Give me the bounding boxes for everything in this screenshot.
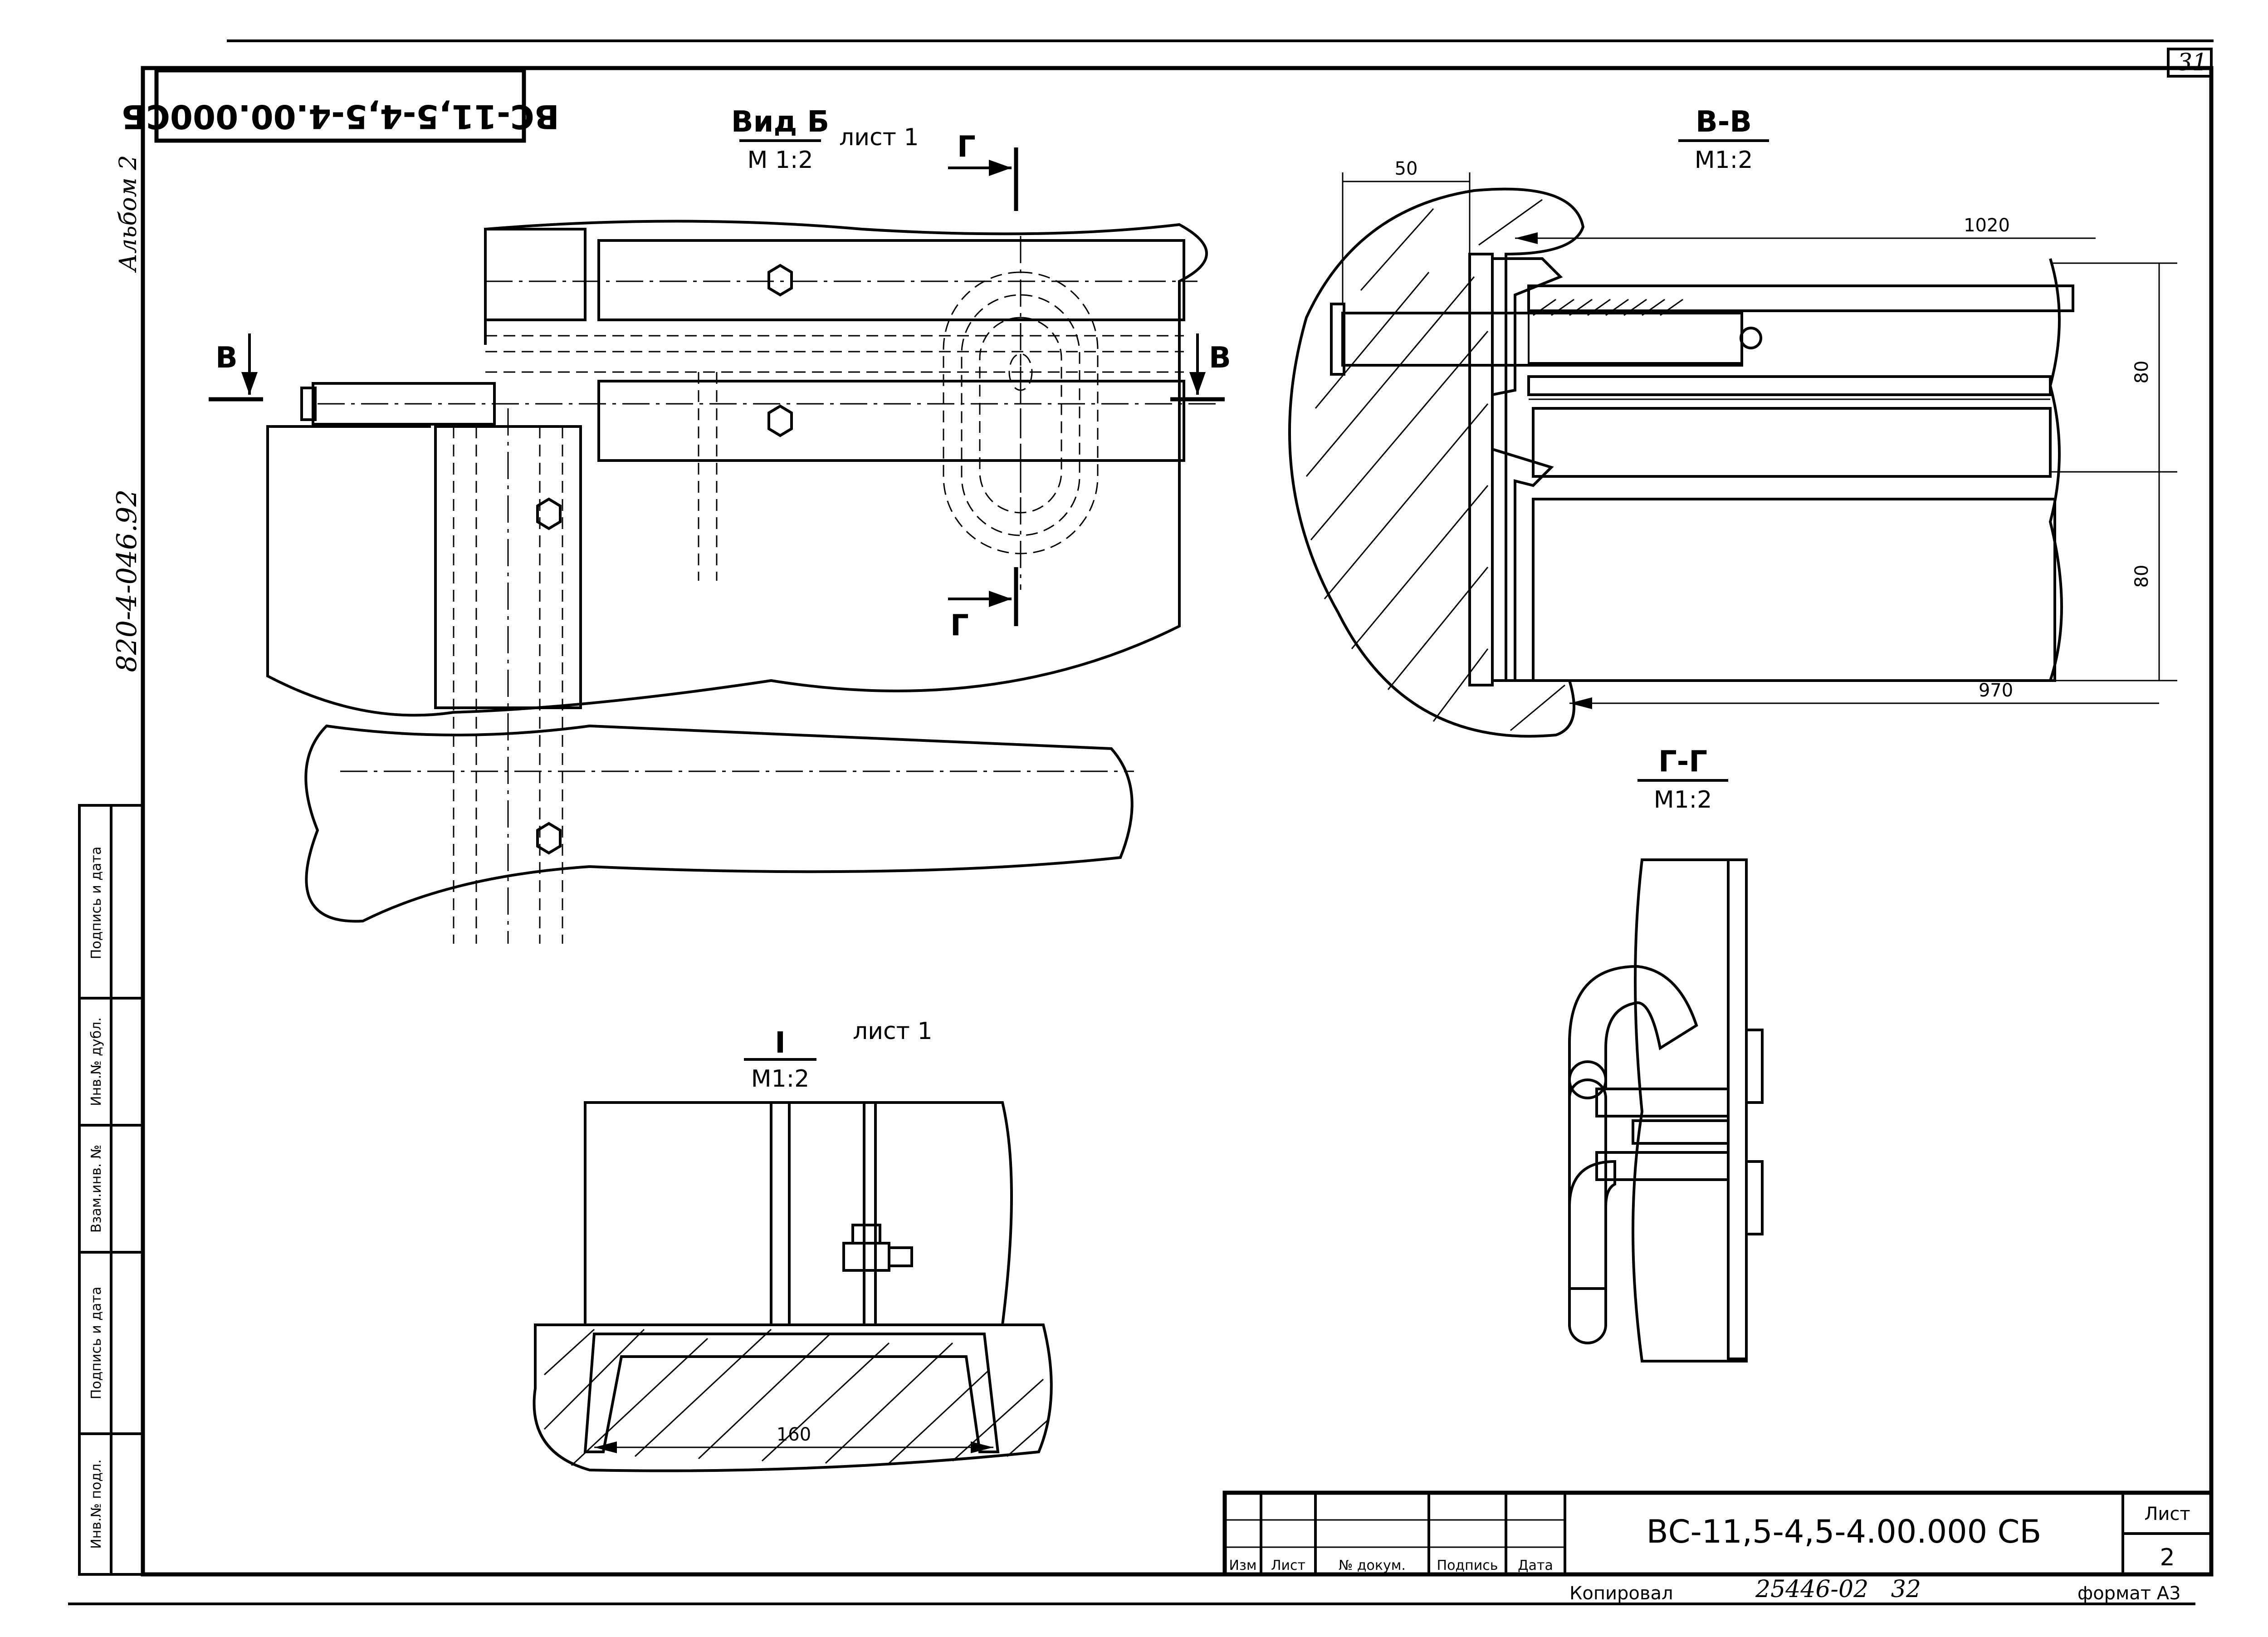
dim-50: 50 xyxy=(1395,158,1418,179)
section-vv-label: В-В М1:2 xyxy=(1678,105,1769,174)
tb-header-date: Дата xyxy=(1518,1558,1553,1573)
copy-label: Копировал xyxy=(1569,1583,1673,1604)
cut-v-right-label: В xyxy=(1209,341,1231,375)
detail-i-title: I xyxy=(775,1026,786,1060)
sheet-frame: 31 xyxy=(68,39,2214,1605)
dim-80-upper: 80 xyxy=(2131,361,2152,384)
view-b-drawing: Г Г В В xyxy=(209,130,1231,944)
tb-sheet-number: 2 xyxy=(2160,1544,2175,1571)
tb-document-code: ВС-11,5-4,5-4.00.000 СБ xyxy=(1647,1513,2042,1550)
section-gg-label: Г-Г М1:2 xyxy=(1637,745,1728,814)
detail-i-scale: М1:2 xyxy=(751,1065,810,1093)
format-label: формат А3 xyxy=(2077,1583,2181,1604)
detail-i-label: I М1:2 лист 1 xyxy=(744,1018,933,1093)
detail-i-drawing: 160 xyxy=(533,1101,1053,1472)
dim-160: 160 xyxy=(777,1424,811,1445)
album-label: Альбом 2 xyxy=(115,155,142,274)
tb-header-list: Лист xyxy=(1271,1558,1305,1573)
bottom-strip: Копировал 25446-02 32 формат А3 xyxy=(1569,1576,2181,1604)
view-b-sheet-ref: лист 1 xyxy=(839,124,919,151)
view-b-scale: М 1:2 xyxy=(747,147,813,174)
title-block: Изм Лист № докум. Подпись Дата ВС-11,5-4… xyxy=(1222,1490,2214,1577)
dim-1020: 1020 xyxy=(1964,215,2010,236)
tb-header-izm: Изм xyxy=(1229,1558,1256,1573)
sheet-number-top: 31 xyxy=(2177,49,2207,76)
cut-g-top-label: Г xyxy=(957,130,976,164)
tb-sheet-label: Лист xyxy=(2144,1504,2190,1524)
stamp-code-mirrored: ВС-11,5-4,5-4.00.000СБ xyxy=(121,98,559,136)
cut-v-right: В xyxy=(1170,333,1231,402)
copy-number: 25446-02 32 xyxy=(1755,1576,1921,1603)
cut-v-left: В xyxy=(209,333,263,402)
view-b-title: Вид Б xyxy=(731,105,829,139)
cut-v-left-label: В xyxy=(215,341,238,375)
view-b-label: Вид Б М 1:2 лист 1 xyxy=(731,105,919,174)
section-vv-scale: М1:2 xyxy=(1695,147,1753,174)
section-gg-scale: М1:2 xyxy=(1654,786,1712,814)
section-vv-drawing: 50 1020 80 80 970 xyxy=(1288,158,2177,738)
section-gg-title: Г-Г xyxy=(1658,745,1707,779)
side-col-sign-date-1: Подпись и дата xyxy=(88,847,104,960)
left-signature-strip: Подпись и дата Инв.№ дубл. Взам.инв. № П… xyxy=(78,804,144,1576)
side-col-sign-date-2: Подпись и дата xyxy=(88,1287,104,1400)
cut-g-bottom-label: Г xyxy=(950,609,969,642)
side-col-repl-inv: Взам.инв. № xyxy=(88,1145,104,1233)
dim-970: 970 xyxy=(1979,680,2013,701)
cut-g-bottom: Г xyxy=(948,567,1018,642)
tb-header-doc: № докум. xyxy=(1339,1558,1406,1573)
section-vv-title: В-В xyxy=(1696,105,1752,139)
tb-header-sign: Подпись xyxy=(1437,1558,1498,1573)
mirrored-stamp: ВС-11,5-4,5-4.00.000СБ xyxy=(121,68,559,143)
section-gg-drawing xyxy=(1568,858,1764,1363)
cut-g-top: Г xyxy=(948,130,1018,211)
detail-i-sheet-ref: лист 1 xyxy=(853,1018,933,1045)
side-col-orig-inv: Инв.№ подл. xyxy=(88,1459,104,1549)
side-col-dup-inv: Инв.№ дубл. xyxy=(88,1017,104,1106)
series-label: 820-4-046.92 xyxy=(111,489,143,672)
dim-80-lower: 80 xyxy=(2131,565,2152,588)
